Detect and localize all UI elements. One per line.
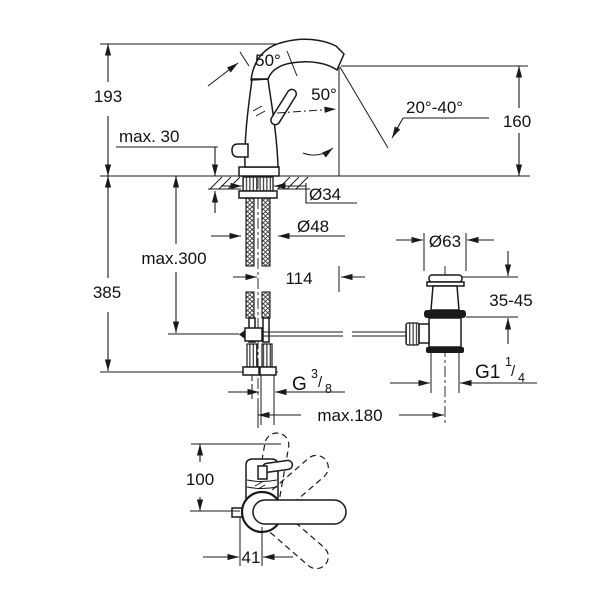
rod-knob — [405, 322, 420, 346]
dim-label-dia34: Ø34 — [309, 185, 341, 204]
supply-connector-right — [261, 343, 273, 368]
waste-side-port — [418, 323, 430, 344]
supply-hose-left — [245, 197, 255, 267]
supply-hose-right — [261, 197, 271, 267]
waste-body — [428, 317, 462, 348]
waste-tailpipe — [430, 353, 460, 393]
dim-label-160: 160 — [503, 112, 531, 131]
svg-text:1: 1 — [505, 355, 512, 369]
under-deck-assembly — [168, 176, 406, 428]
supply-connector-left — [246, 343, 258, 368]
dimensions-front-view: 193 max. 30 385 max.300 160 50° 50° 20°-… — [93, 44, 531, 428]
svg-text:/: / — [318, 374, 323, 391]
lever-handle — [270, 88, 298, 126]
dim-label-35-45: 35-45 — [489, 291, 532, 310]
threaded-shank — [242, 176, 274, 192]
dim-label-50-tilt: 50° — [311, 85, 337, 104]
dim-label-max30: max. 30 — [119, 127, 179, 146]
svg-text:G: G — [292, 374, 307, 395]
mounting-washer — [238, 190, 278, 199]
pop-up-waste-assembly — [405, 266, 466, 424]
dimensions-waste: Ø63 35-45 G1 1 / 4 — [390, 232, 537, 387]
water-stream-line — [339, 66, 389, 149]
faucet-front-view — [231, 38, 389, 177]
dim-label-max300: max.300 — [141, 249, 206, 268]
svg-text:G1: G1 — [475, 362, 500, 383]
waste-neck — [430, 285, 460, 311]
dim-label-50-handle: 50° — [255, 51, 281, 70]
lever-tilt-line — [276, 106, 337, 114]
body-side-tab — [231, 143, 249, 158]
handle-top-view — [252, 499, 347, 525]
dim-label-g114: G1 1 / 4 — [475, 355, 525, 385]
faucet-spout — [250, 38, 345, 81]
dim-label-g38: G 3 / 8 — [292, 367, 332, 396]
dim-label-20-40: 20°-40° — [406, 98, 463, 117]
waste-locknut — [426, 347, 464, 353]
dim-label-dia48: Ø48 — [297, 217, 329, 236]
dim-label-100: 100 — [186, 470, 214, 489]
dim-label-max180: max.180 — [317, 406, 382, 425]
waste-seal-ring — [424, 310, 466, 318]
svg-text:/: / — [511, 363, 516, 380]
dim-label-114: 114 — [285, 269, 312, 288]
dimensions-top-view: 100 41 — [186, 443, 293, 567]
svg-text:8: 8 — [325, 382, 332, 396]
svg-text:3: 3 — [311, 367, 318, 381]
dim-label-193: 193 — [94, 87, 122, 106]
waste-plug — [428, 274, 463, 283]
faucet-top-view — [231, 432, 347, 570]
svg-text:4: 4 — [518, 371, 525, 385]
dim-label-dia63: Ø63 — [429, 232, 461, 251]
dim-label-41: 41 — [242, 548, 261, 567]
dim-label-385: 385 — [93, 283, 121, 302]
pop-up-rod-joint — [244, 327, 263, 342]
stream-angle-arc-arrow — [302, 147, 334, 158]
faucet-base-flange — [238, 166, 280, 177]
angle-ray-line — [286, 50, 298, 77]
